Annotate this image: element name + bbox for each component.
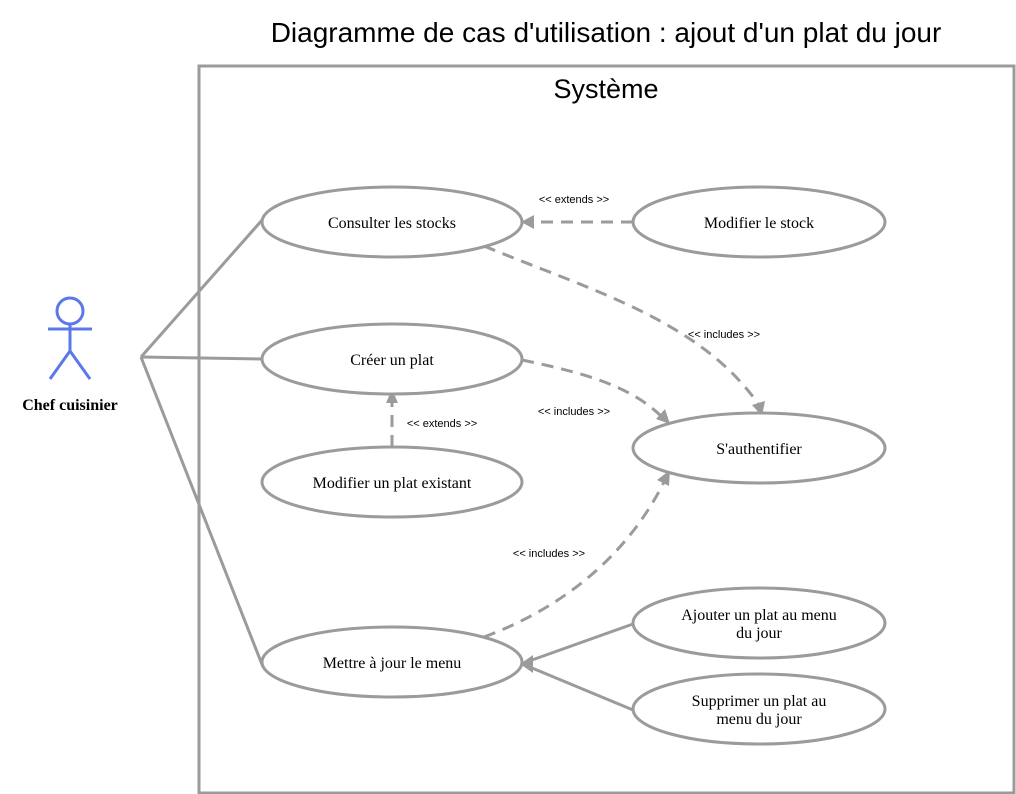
actor-head xyxy=(55,296,85,326)
system-label: Système xyxy=(553,74,658,104)
extends-stock-arrowhead xyxy=(521,215,534,229)
use-case-creer-plat-label: Créer un plat xyxy=(350,352,434,369)
use-case-ajouter-plat-menu-label-2: du jour xyxy=(736,625,782,642)
use-case-mettre-a-jour-menu[interactable]: Mettre à jour le menu xyxy=(260,625,524,699)
includes-menu-line xyxy=(483,481,666,639)
includes-consulter-label: << includes >> xyxy=(688,329,760,341)
includes-creer-label: << includes >> xyxy=(538,406,610,418)
includes-consulter-line xyxy=(483,244,761,406)
includes-creer-arrowhead xyxy=(656,409,670,424)
ajouter-to-menu-line xyxy=(531,622,634,662)
system-boundary xyxy=(197,64,1016,794)
includes-menu-arrowhead xyxy=(657,470,670,486)
extends-plat-arrowhead xyxy=(386,389,398,403)
use-case-authentifier-label: S'authentifier xyxy=(716,441,802,458)
includes-menu-label: << includes >> xyxy=(513,548,585,560)
use-case-mettre-a-jour-menu-label: Mettre à jour le menu xyxy=(323,655,462,672)
use-case-supprimer-plat-menu[interactable]: Supprimer un plat au menu du jour xyxy=(631,672,887,746)
use-case-supprimer-plat-menu-label-1: Supprimer un plat au xyxy=(692,693,827,710)
actor-chef-cuisinier[interactable] xyxy=(48,296,92,380)
use-case-modifier-stock[interactable]: Modifier le stock xyxy=(631,185,887,259)
association-mettre-a-jour xyxy=(139,356,265,668)
supprimer-to-menu-line xyxy=(531,666,634,712)
use-case-ajouter-plat-menu[interactable]: Ajouter un plat au menu du jour xyxy=(631,586,887,660)
use-case-supprimer-plat-menu-label-2: menu du jour xyxy=(716,711,802,728)
association-consulter xyxy=(139,218,265,358)
menu-arrowhead xyxy=(520,655,533,673)
actor-right-leg xyxy=(68,350,92,380)
use-case-authentifier[interactable]: S'authentifier xyxy=(631,411,887,485)
use-case-modifier-stock-label: Modifier le stock xyxy=(704,215,814,232)
extends-stock-label: << extends >> xyxy=(539,194,609,206)
use-case-consulter-stocks-label: Consulter les stocks xyxy=(328,215,456,232)
use-case-creer-plat[interactable]: Créer un plat xyxy=(260,322,524,396)
actor-name: Chef cuisinier xyxy=(22,397,118,414)
use-case-modifier-plat-label: Modifier un plat existant xyxy=(313,475,472,492)
association-creer xyxy=(140,355,264,361)
includes-creer-line xyxy=(521,358,664,419)
use-case-modifier-plat[interactable]: Modifier un plat existant xyxy=(260,445,524,519)
use-case-ajouter-plat-menu-label-1: Ajouter un plat au menu xyxy=(681,607,837,624)
use-case-consulter-stocks[interactable]: Consulter les stocks xyxy=(260,185,524,259)
actor-left-leg xyxy=(48,350,72,380)
extends-plat-label: << extends >> xyxy=(407,418,477,430)
diagram-title: Diagramme de cas d'utilisation : ajout d… xyxy=(271,17,942,48)
